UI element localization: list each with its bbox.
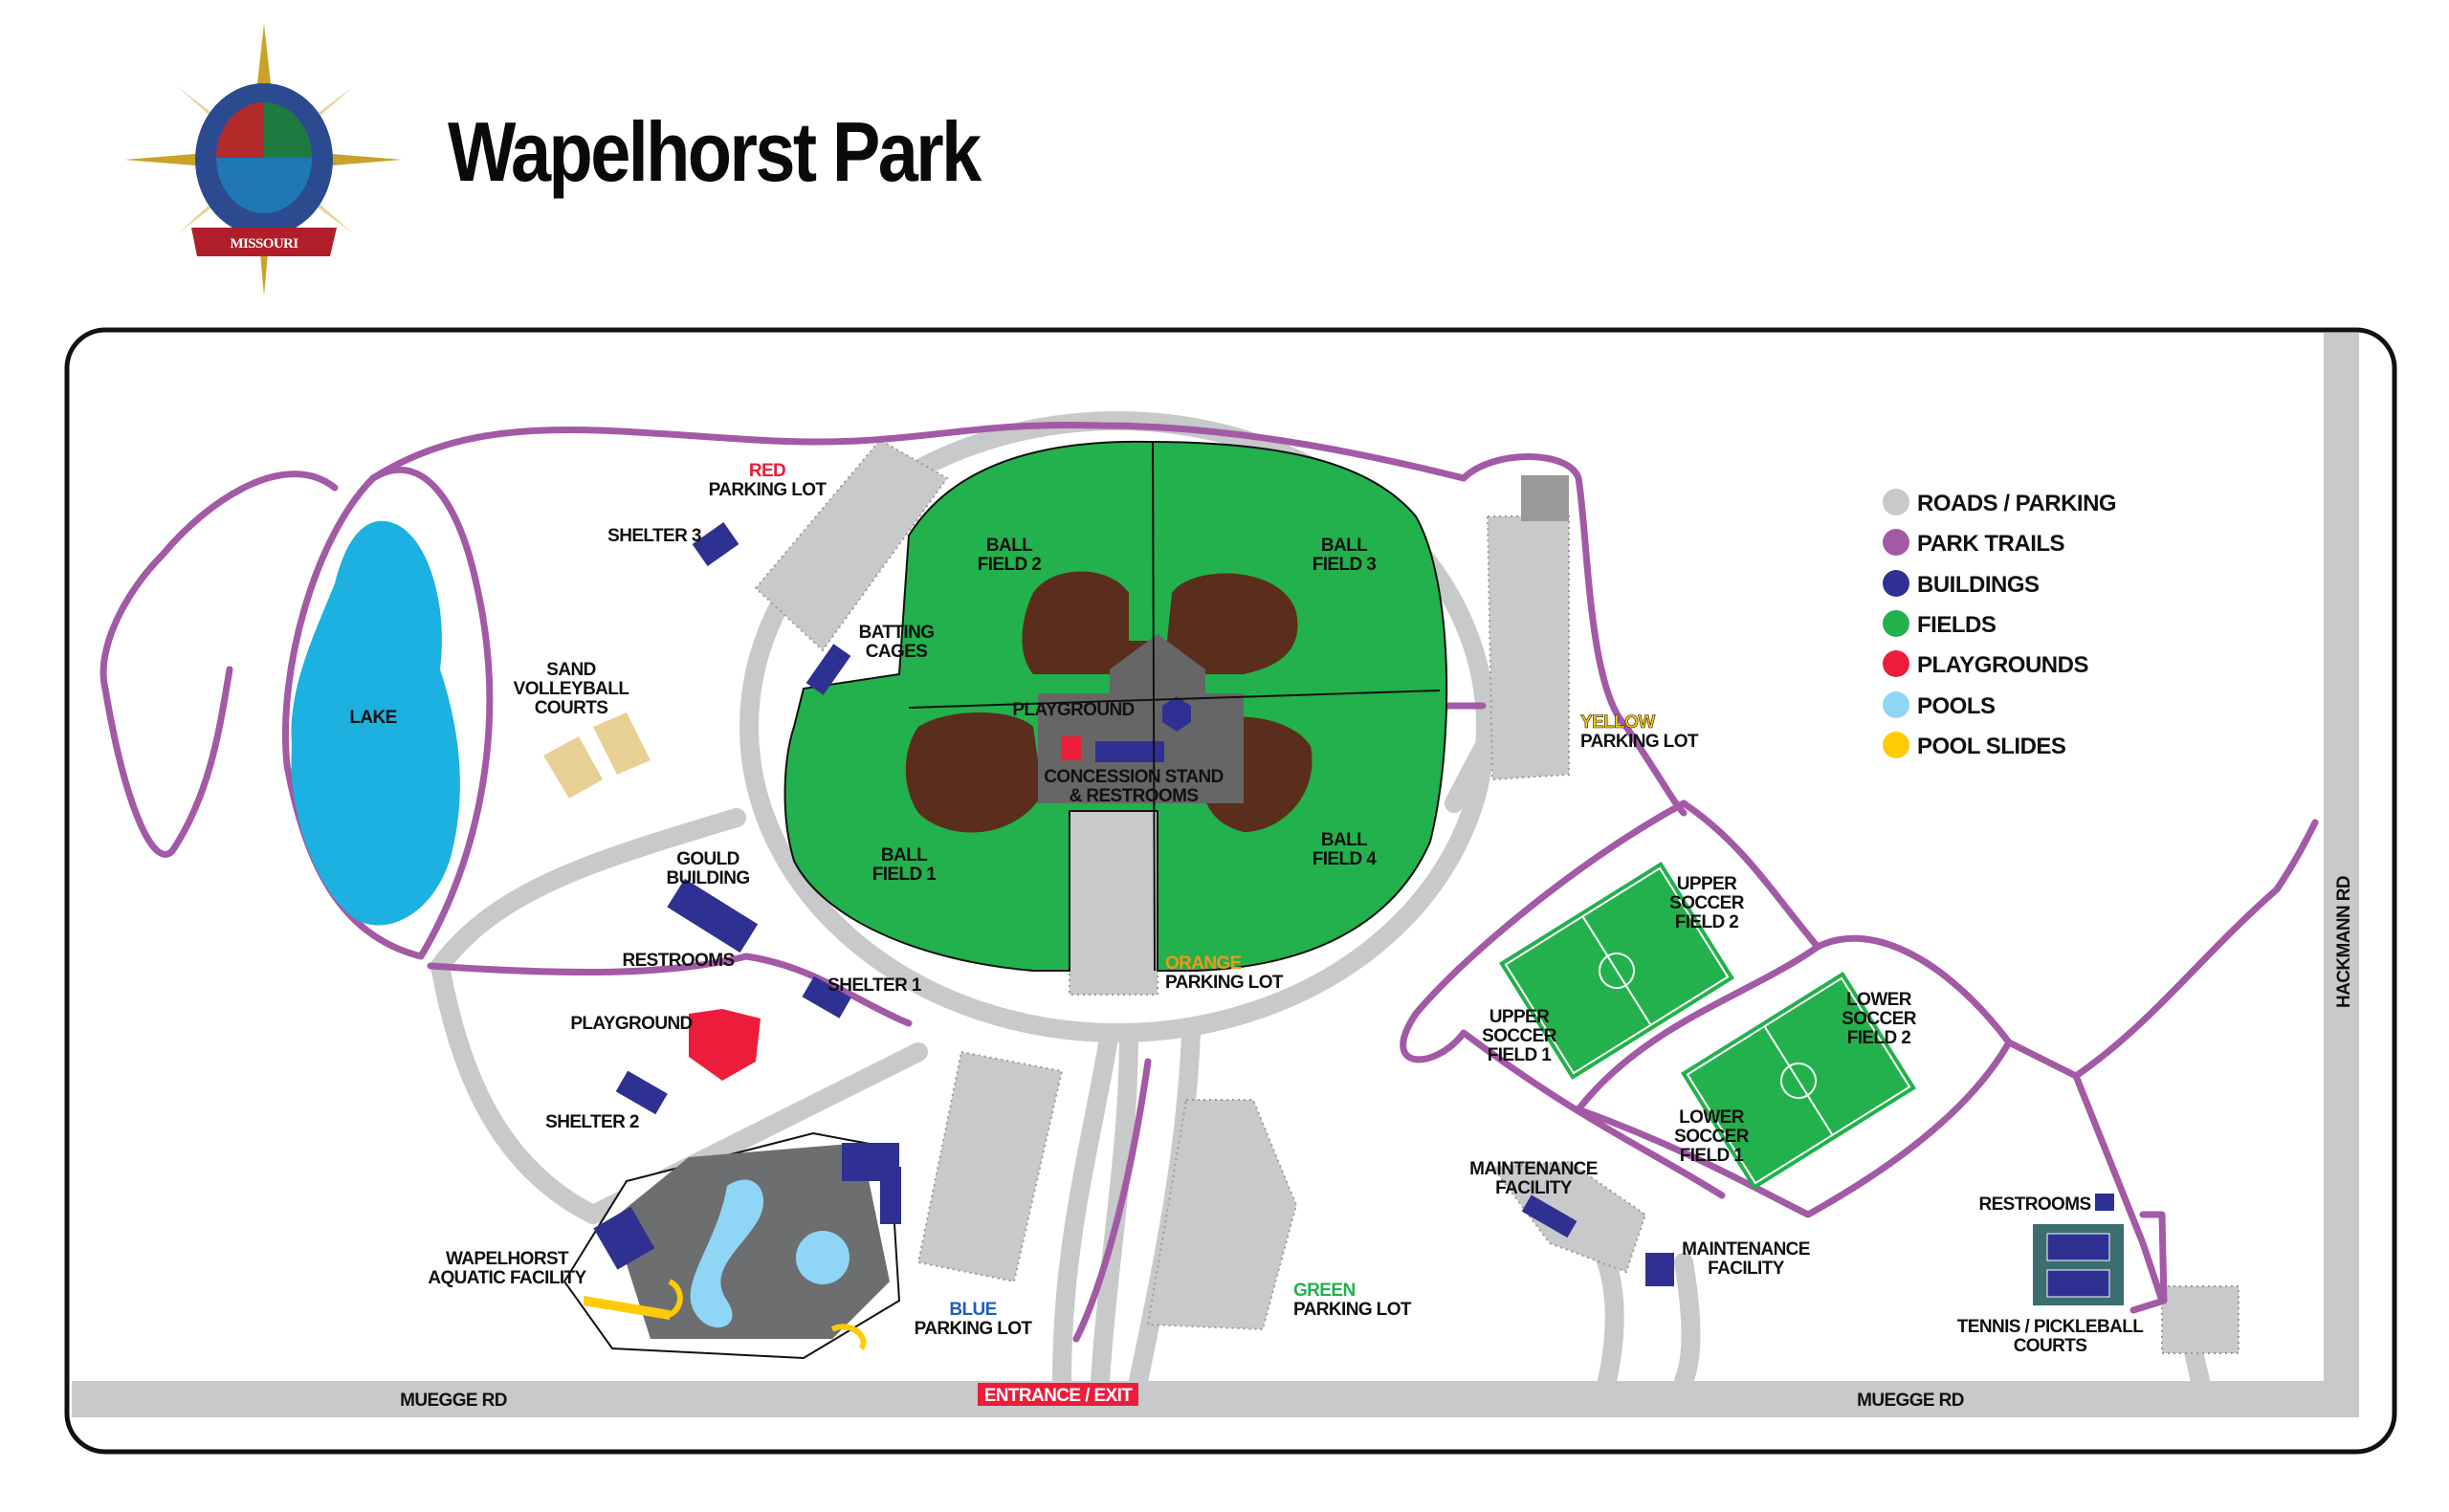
muegge-rd-west-label: MUEGGE RD — [400, 1391, 507, 1411]
logo-ribbon-text: MISSOURI — [230, 236, 298, 252]
soccer-fields — [1499, 861, 1916, 1191]
aquatic-facility — [563, 1131, 901, 1360]
lower-soccer-2-label: FIELD 2 — [1847, 1028, 1911, 1048]
lake — [291, 520, 460, 926]
orange-lot-label: PARKING LOT — [1165, 973, 1284, 993]
muegge-rd-east-label: MUEGGE RD — [1857, 1391, 1964, 1411]
center-playground — [1062, 736, 1081, 760]
sand-volleyball-label: VOLLEYBALL — [514, 679, 630, 699]
maintenance-facility-1-label: MAINTENANCE — [1469, 1159, 1598, 1179]
tennis-courts-label: TENNIS / PICKLEBALL — [1957, 1317, 2144, 1337]
sand-volleyball-courts — [543, 712, 651, 799]
lower-soccer-2-label: LOWER — [1846, 990, 1912, 1010]
legend-fields: FIELDS — [1917, 612, 1997, 638]
tennis-pickleball-courts — [2033, 1224, 2124, 1305]
concession-label: CONCESSION STAND — [1044, 767, 1223, 787]
yellow-lot-label: PARKING LOT — [1580, 732, 1699, 752]
ball-field-1-label: BALL — [881, 845, 928, 866]
ball-field-3-label: BALL — [1321, 536, 1368, 556]
red-lot-label: PARKING LOT — [709, 480, 827, 500]
hackmann-rd-label: HACKMANN RD — [2334, 876, 2354, 1008]
batting-cages-label: CAGES — [866, 642, 928, 662]
sand-volleyball-label: COURTS — [535, 698, 608, 718]
maintenance-facility-2-label: MAINTENANCE — [1682, 1239, 1810, 1260]
blue-lot-label: PARKING LOT — [915, 1319, 1033, 1339]
aquatic-facility-label: WAPELHORST — [446, 1249, 569, 1269]
gould-building-label: BUILDING — [666, 868, 749, 888]
ball-field-2-label: BALL — [986, 536, 1033, 556]
lower-soccer-2-label: SOCCER — [1842, 1009, 1917, 1029]
maintenance-facility-1-label: FACILITY — [1495, 1178, 1573, 1198]
ball-field-1-label: FIELD 1 — [872, 865, 938, 885]
orange-lot-color: ORANGE — [1165, 953, 1242, 974]
lower-soccer-1-label: SOCCER — [1674, 1127, 1750, 1147]
shelter-3-label: SHELTER 3 — [607, 526, 701, 546]
upper-soccer-2-label: FIELD 2 — [1675, 912, 1739, 932]
page-title: Wapelhorst Park — [448, 104, 982, 199]
ball-field-2-label: FIELD 2 — [978, 555, 1042, 575]
ball-field-4-label: BALL — [1321, 830, 1368, 850]
batting-cages-label: BATTING — [859, 623, 935, 643]
ball-field-3-label: FIELD 3 — [1313, 555, 1377, 575]
restrooms-west-label: RESTROOMS — [622, 951, 734, 971]
lower-soccer-1-label: FIELD 1 — [1680, 1146, 1745, 1166]
legend-pool-slides: POOL SLIDES — [1917, 734, 2066, 759]
concession-label: & RESTROOMS — [1070, 786, 1199, 806]
entrance-exit-label: ENTRANCE / EXIT — [984, 1386, 1134, 1406]
upper-soccer-2-label: SOCCER — [1669, 893, 1745, 913]
green-lot-label: PARKING LOT — [1293, 1300, 1412, 1320]
restrooms-east-label: RESTROOMS — [1978, 1194, 2090, 1215]
west-playground — [689, 1009, 761, 1081]
green-lot-color: GREEN — [1293, 1281, 1356, 1301]
upper-soccer-1-label: FIELD 1 — [1488, 1045, 1553, 1065]
muegge-road — [72, 1381, 2359, 1417]
park-trails — [99, 421, 2319, 1343]
lower-soccer-1-label: LOWER — [1679, 1107, 1745, 1128]
upper-soccer-1-label: SOCCER — [1482, 1026, 1557, 1046]
blue-lot-color: BLUE — [949, 1300, 996, 1320]
gould-building-label: GOULD — [676, 849, 739, 869]
st-charles-logo: MISSOURI — [124, 24, 402, 296]
sand-volleyball-label: SAND — [546, 660, 595, 680]
upper-soccer-1-label: UPPER — [1489, 1007, 1550, 1027]
ball-field-complex — [783, 440, 1448, 972]
center-playground-label: PLAYGROUND — [1012, 700, 1134, 720]
ball-field-4-label: FIELD 4 — [1313, 849, 1378, 869]
legend: ROADS / PARKING PARK TRAILS BUILDINGS FI… — [1883, 489, 2117, 759]
legend-trails: PARK TRAILS — [1917, 531, 2065, 557]
buildings — [615, 522, 2114, 1286]
legend-roads: ROADS / PARKING — [1917, 491, 2116, 516]
maintenance-facility-2-label: FACILITY — [1708, 1259, 1785, 1279]
upper-soccer-2-label: UPPER — [1677, 874, 1737, 894]
legend-buildings: BUILDINGS — [1917, 572, 2040, 598]
yellow-lot-color: YELLOW — [1580, 712, 1655, 733]
tennis-courts-label: COURTS — [2014, 1336, 2087, 1356]
shelter-2-label: SHELTER 2 — [545, 1112, 639, 1132]
map-labels: RED PARKING LOT SHELTER 3 SAND VOLLEYBAL… — [349, 461, 2354, 1411]
legend-playgrounds: PLAYGROUNDS — [1917, 652, 2088, 678]
red-lot-color: RED — [749, 461, 785, 481]
aquatic-facility-label: AQUATIC FACILITY — [428, 1268, 586, 1288]
west-playground-label: PLAYGROUND — [570, 1014, 692, 1034]
hackmann-road — [2324, 333, 2359, 1417]
center-building — [1162, 696, 1191, 732]
shelter-1-label: SHELTER 1 — [827, 975, 922, 996]
lake-label: LAKE — [349, 708, 396, 728]
legend-pools: POOLS — [1917, 693, 1996, 719]
